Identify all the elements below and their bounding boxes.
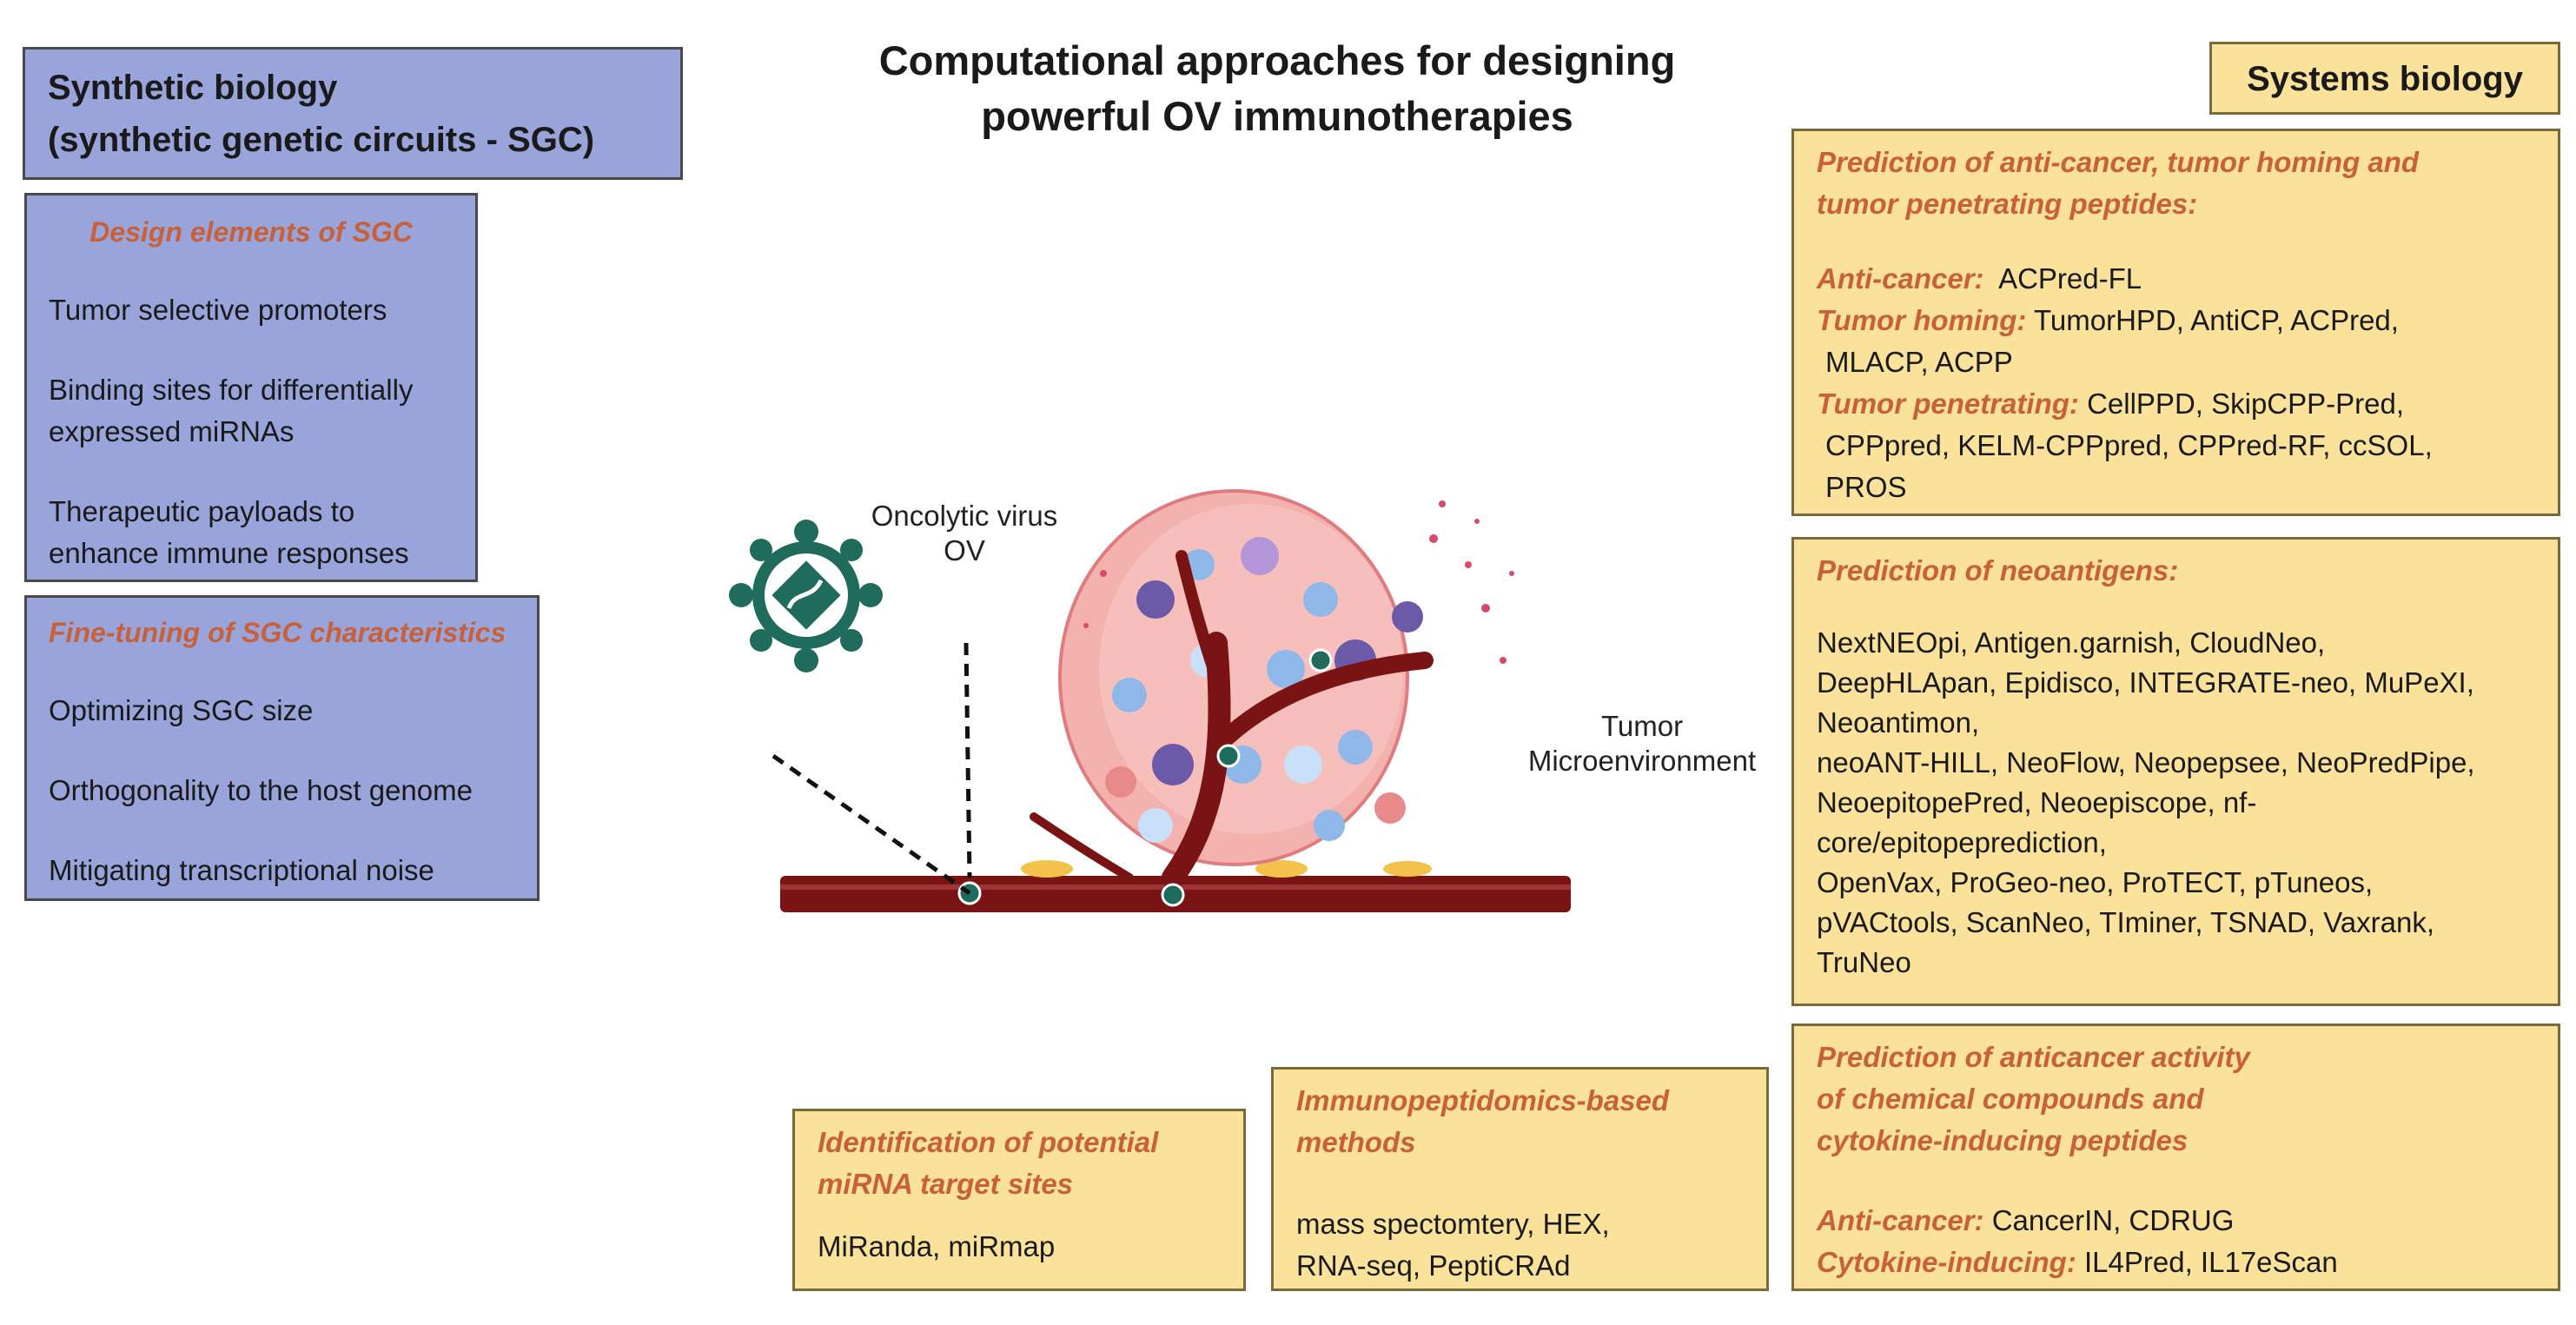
- peptide-penetrating-row: Tumor penetrating: CellPPD, SkipCPP-Pred…: [1817, 383, 2535, 508]
- peptide-prediction-heading: Prediction of anti-cancer, tumor homing …: [1817, 142, 2535, 225]
- tumor-label-line-1: Tumor: [1600, 710, 1684, 742]
- design-elements-box: Design elements of SGC Tumor selective p…: [24, 193, 478, 582]
- peptide-penetrating-tools-2: CPPpred, KELM-CPPpred, CPPred-RF, ccSOL,: [1825, 429, 2433, 461]
- mirna-heading-line-2: miRNA target sites: [818, 1168, 1074, 1200]
- neoantigen-line: NextNEOpi, Antigen.garnish, CloudNeo,: [1817, 626, 2326, 659]
- immunopeptidomics-tools: mass spectomtery, HEX, RNA-seq, PeptiCRA…: [1296, 1203, 1744, 1287]
- oncolytic-virus-label: Oncolytic virus OV: [856, 499, 1073, 568]
- virus-label-line-2: OV: [944, 534, 985, 566]
- mirna-tools: MiRanda, miRmap: [818, 1230, 1056, 1262]
- neoantigen-line: pVACtools, ScanNeo, TIminer, TSNAD, Vaxr…: [1817, 906, 2435, 938]
- design-item-binding-sites: Binding sites for differentially express…: [49, 369, 454, 453]
- neoantigen-line: core/epitopeprediction,: [1817, 826, 2107, 858]
- tumor-label-line-2: Microenvironment: [1527, 745, 1757, 777]
- design-item-payloads: Therapeutic payloads to enhance immune r…: [49, 491, 454, 574]
- peptide-penetrating-tools-3: PROS: [1825, 471, 1907, 503]
- neoantigen-line: TruNeo: [1817, 946, 1911, 978]
- tumor-microenvironment-label: Tumor Microenvironment: [1512, 709, 1772, 778]
- mirna-target-box: Identification of potential miRNA target…: [792, 1109, 1246, 1291]
- immuno-heading-line-2: methods: [1296, 1126, 1416, 1158]
- compound-anticancer-label: Anti-cancer:: [1817, 1204, 1984, 1236]
- figure-title: Computational approaches for designing p…: [747, 33, 1807, 144]
- tumor-mass: [1058, 489, 1423, 866]
- design-item-binding-line-2: expressed miRNAs: [49, 415, 295, 447]
- compound-anticancer-row: Anti-cancer: CancerIN, CDRUG: [1817, 1200, 2535, 1242]
- cytokine-label: Cytokine-inducing:: [1817, 1246, 2076, 1278]
- mirna-heading: Identification of potential miRNA target…: [818, 1122, 1221, 1205]
- compound-anticancer-tools: CancerIN, CDRUG: [1991, 1204, 2235, 1236]
- peptide-heading-line-2: tumor penetrating peptides:: [1817, 188, 2198, 220]
- peptide-anticancer-tools: ACPred-FL: [1998, 262, 2142, 295]
- peptide-homing-row: Tumor homing: TumorHPD, AntiCP, ACPred, …: [1817, 300, 2535, 383]
- design-elements-heading: Design elements of SGC: [89, 216, 413, 248]
- fine-tuning-item-size: Optimizing SGC size: [49, 694, 314, 726]
- design-item-binding-line-1: Binding sites for differentially: [49, 374, 414, 406]
- virus-label-line-1: Oncolytic virus: [871, 500, 1058, 532]
- peptide-heading-line-1: Prediction of anti-cancer, tumor homing …: [1817, 146, 2420, 178]
- design-item-payloads-line-1: Therapeutic payloads to: [49, 495, 355, 527]
- neoantigen-line: OpenVax, ProGeo-neo, ProTECT, pTuneos,: [1817, 866, 2374, 898]
- peptide-penetrating-label: Tumor penetrating:: [1817, 388, 2079, 420]
- anticancer-heading-line-2: of chemical compounds and: [1817, 1083, 2204, 1115]
- neoantigen-line: Neoantimon,: [1817, 706, 1980, 739]
- anticancer-activity-heading: Prediction of anticancer activity of che…: [1817, 1037, 2535, 1162]
- title-line-2: powerful OV immunotherapies: [981, 93, 1573, 139]
- sysbio-header-text: Systems biology: [2247, 60, 2523, 98]
- neoantigen-line: DeepHLApan, Epidisco, INTEGRATE-neo, MuP…: [1817, 666, 2474, 699]
- immuno-heading-line-1: Immunopeptidomics-based: [1296, 1084, 1670, 1116]
- neoantigen-prediction-box: Prediction of neoantigens: NextNEOpi, An…: [1791, 537, 2560, 1006]
- vessel-branches: [1030, 550, 1434, 889]
- fine-tuning-box: Fine-tuning of SGC characteristics Optim…: [24, 595, 540, 901]
- design-item-payloads-line-2: enhance immune responses: [49, 537, 409, 569]
- fine-tuning-item-orthogonality: Orthogonality to the host genome: [49, 774, 473, 806]
- peptide-homing-label: Tumor homing:: [1817, 304, 2027, 336]
- ov-tumor-illustration: [729, 489, 1571, 912]
- neoantigen-line: neoANT-HILL, NeoFlow, Neopepsee, NeoPred…: [1817, 746, 2475, 778]
- peptide-anticancer-row: Anti-cancer: ACPred-FL: [1817, 258, 2535, 300]
- fine-tuning-heading: Fine-tuning of SGC characteristics: [49, 617, 507, 648]
- anticancer-activity-box: Prediction of anticancer activity of che…: [1791, 1024, 2560, 1291]
- peptide-anticancer-label: Anti-cancer:: [1817, 262, 1984, 295]
- synbio-header-line-2: (synthetic genetic circuits - SGC): [48, 121, 595, 159]
- peptide-homing-tools-1: TumorHPD, AntiCP, ACPred,: [2033, 304, 2399, 336]
- immunopeptidomics-box: Immunopeptidomics-based methods mass spe…: [1271, 1067, 1769, 1291]
- title-line-1: Computational approaches for designing: [878, 37, 1676, 83]
- cytokine-tools: IL4Pred, IL17eScan: [2084, 1246, 2338, 1278]
- design-item-promoters: Tumor selective promoters: [49, 294, 387, 326]
- peptide-prediction-box: Prediction of anti-cancer, tumor homing …: [1791, 129, 2560, 516]
- immuno-tools-line-2: RNA-seq, PeptiCRAd: [1296, 1249, 1571, 1282]
- anticancer-heading-line-3: cytokine-inducing peptides: [1817, 1124, 2189, 1156]
- cytokine-row: Cytokine-inducing: IL4Pred, IL17eScan: [1817, 1242, 2535, 1283]
- peptide-penetrating-tools-1: CellPPD, SkipCPP-Pred,: [2087, 388, 2405, 420]
- immunopeptidomics-heading: Immunopeptidomics-based methods: [1296, 1080, 1744, 1163]
- neoantigen-line: NeoepitopePred, Neoepiscope, nf-: [1817, 786, 2257, 818]
- synbio-header-line-1: Synthetic biology: [48, 69, 338, 107]
- synthetic-biology-header: Synthetic biology (synthetic genetic cir…: [23, 47, 683, 180]
- peptide-homing-tools-2: MLACP, ACPP: [1825, 346, 2013, 378]
- systems-biology-header: Systems biology: [2209, 42, 2560, 115]
- neoantigen-tool-list: NextNEOpi, Antigen.garnish, CloudNeo, De…: [1817, 623, 2535, 983]
- neoantigen-heading: Prediction of neoantigens:: [1817, 554, 2179, 586]
- mirna-heading-line-1: Identification of potential: [818, 1126, 1159, 1158]
- anticancer-heading-line-1: Prediction of anticancer activity: [1817, 1041, 2250, 1073]
- oncolytic-virus-icon: [729, 520, 883, 672]
- fine-tuning-item-noise: Mitigating transcriptional noise: [49, 854, 434, 886]
- immuno-tools-line-1: mass spectomtery, HEX,: [1296, 1208, 1610, 1240]
